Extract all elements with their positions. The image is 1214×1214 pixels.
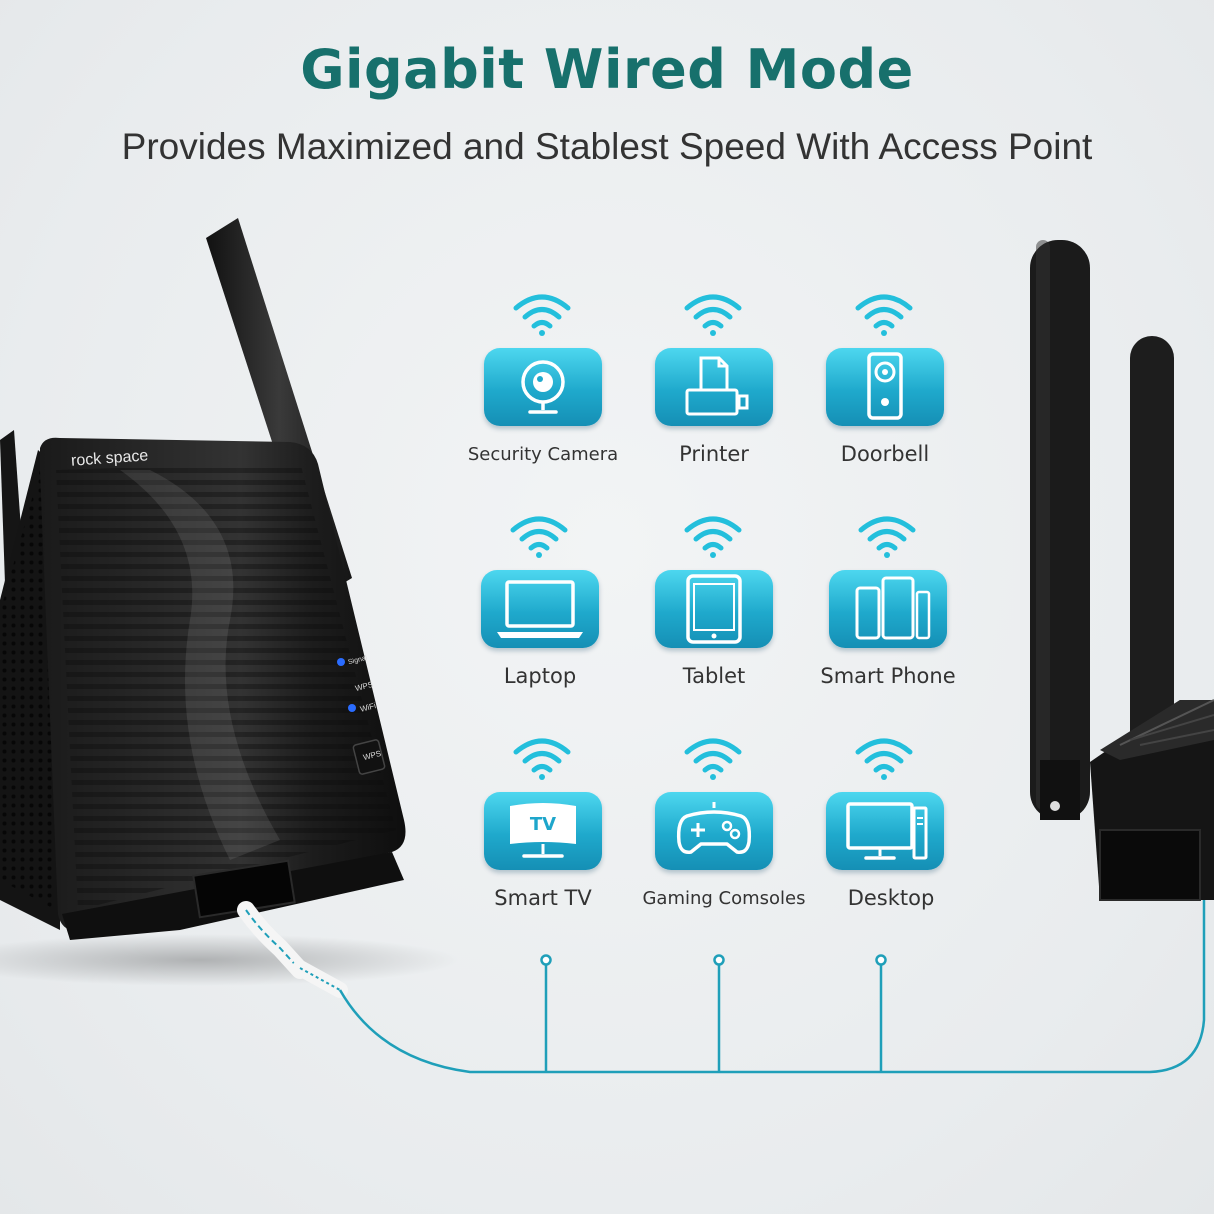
device-smart-tv: TV Smart TV <box>458 736 628 926</box>
wifi-icon <box>684 738 742 780</box>
device-label: Gaming Comsoles <box>642 888 806 909</box>
device-label: Printer <box>679 442 749 466</box>
wifi-icon <box>510 516 568 558</box>
desktop-icon <box>826 792 944 870</box>
signal-led <box>337 658 345 666</box>
device-gaming-console: Gaming Comsoles <box>629 736 806 926</box>
device-label: Smart Phone <box>820 664 956 688</box>
wifi-icon <box>858 516 916 558</box>
wifi-icon <box>513 294 571 336</box>
extender-shadow <box>0 934 460 986</box>
doorbell-icon <box>826 348 944 426</box>
smart-tv-icon: TV <box>484 792 602 870</box>
network-cable <box>338 900 1206 1074</box>
wifi-led <box>348 704 356 712</box>
page-subtitle: Provides Maximized and Stablest Speed Wi… <box>121 126 1093 167</box>
device-label: Security Camera <box>467 444 619 465</box>
wifi-icon <box>684 516 742 558</box>
wifi-icon <box>855 294 913 336</box>
device-tablet: Tablet <box>629 514 799 704</box>
device-label: Smart TV <box>494 886 592 910</box>
wifi-icon <box>855 738 913 780</box>
device-security-camera: Security Camera <box>458 292 628 482</box>
wired-drops <box>540 954 887 1072</box>
device-smart-phone: Smart Phone <box>803 514 973 704</box>
device-printer: Printer <box>629 292 799 482</box>
device-label: Tablet <box>682 664 746 688</box>
tv-screen-text: TV <box>529 814 557 835</box>
device-label: Doorbell <box>840 442 930 466</box>
wifi-icon <box>513 738 571 780</box>
device-label: Desktop <box>847 886 935 910</box>
device-label: Laptop <box>503 664 577 688</box>
tablet-icon <box>655 570 773 648</box>
printer-icon <box>655 348 773 426</box>
security-camera-icon <box>484 348 602 426</box>
device-desktop: Desktop <box>800 736 970 926</box>
device-laptop: Laptop <box>455 514 625 704</box>
page-title: Gigabit Wired Mode <box>300 38 914 101</box>
smart-phone-icon <box>829 570 947 648</box>
gamepad-icon <box>655 792 773 870</box>
device-doorbell: Doorbell <box>800 292 970 482</box>
wifi-icon <box>684 294 742 336</box>
laptop-icon <box>481 570 599 648</box>
wps-button <box>352 739 386 775</box>
router <box>1030 240 1214 901</box>
